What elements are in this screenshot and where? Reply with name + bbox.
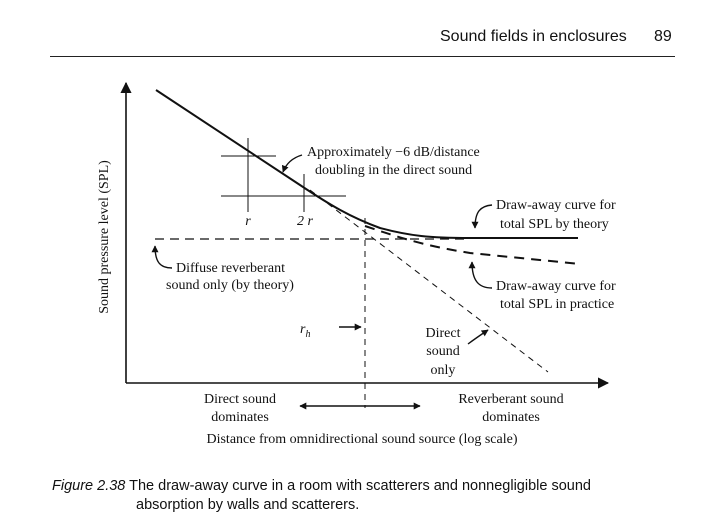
practice-annotation-arrow xyxy=(468,261,493,289)
rh-label: rh xyxy=(300,322,310,340)
rh-label-r: r xyxy=(300,322,306,337)
x-axis-label: Distance from omnidirectional sound sour… xyxy=(206,432,517,447)
y-axis-label: Sound pressure level (SPL) xyxy=(97,160,112,314)
practice-annotation-line2: total SPL in practice xyxy=(500,297,614,312)
caption-text-line1: The draw-away curve in a room with scatt… xyxy=(129,478,591,494)
diffuse-annotation-line1: Diffuse reverberant xyxy=(176,261,285,276)
slope-annotation-arrow xyxy=(281,154,303,173)
region-reverb-line2: dominates xyxy=(482,410,540,425)
slope-annotation-line2: doubling in the direct sound xyxy=(315,163,472,178)
direct-sound-only-line xyxy=(309,189,549,373)
direct-only-arrow xyxy=(467,329,489,345)
practice-annotation-line1: Draw-away curve for xyxy=(496,279,616,294)
region-reverb-line1: Reverberant sound xyxy=(458,392,563,407)
theory-annotation-line1: Draw-away curve for xyxy=(496,198,616,213)
direct-only-line2: sound xyxy=(426,344,459,359)
header-rule xyxy=(50,56,675,57)
rh-label-subscript: h xyxy=(305,329,310,340)
region-direct-line2: dominates xyxy=(211,410,269,425)
tick-r-label: r xyxy=(245,214,251,229)
theory-annotation-arrow xyxy=(471,204,493,229)
direct-only-line3: only xyxy=(431,363,456,378)
practice-curve xyxy=(364,225,581,265)
theory-annotation-line2: total SPL by theory xyxy=(500,217,609,232)
running-header-title: Sound fields in enclosures xyxy=(440,28,627,45)
caption-label: Figure 2.38 xyxy=(52,478,126,494)
diffuse-annotation-arrow xyxy=(151,245,173,269)
draw-away-curve-diagram: Sound pressure level (SPL) r 2 r Approxi… xyxy=(97,81,616,447)
caption-text-line2: absorption by walls and scatterers. xyxy=(136,497,360,513)
page-number: 89 xyxy=(654,28,672,45)
region-direct-line1: Direct sound xyxy=(204,392,276,407)
tick-2r-label: 2 r xyxy=(297,214,314,229)
diffuse-annotation-line2: sound only (by theory) xyxy=(166,278,294,293)
figure-caption: Figure 2.38 The draw-away curve in a roo… xyxy=(52,477,682,515)
direct-only-line1: Direct xyxy=(426,326,461,341)
slope-annotation-line1: Approximately −6 dB/distance xyxy=(307,145,480,160)
